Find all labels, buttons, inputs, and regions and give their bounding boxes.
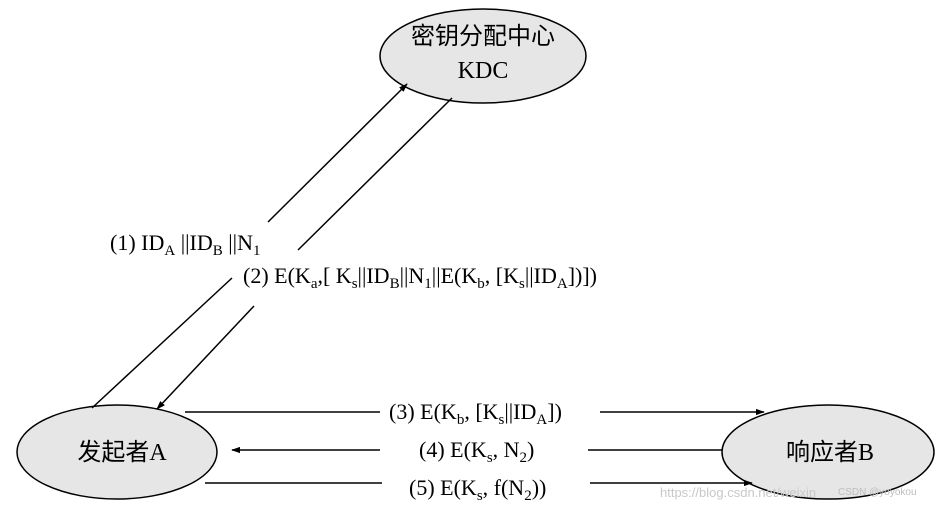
initiator-node: 发起者A	[16, 404, 218, 500]
responder-node: 响应者B	[721, 404, 935, 500]
message-3-label: (3) E(Kb, [Ks||IDA])	[389, 399, 562, 428]
kdc-title: 密钥分配中心	[411, 23, 555, 50]
kdc-abbrev: KDC	[458, 58, 509, 84]
watermark-url: https://blog.csdn.net/weixin	[660, 485, 816, 500]
arrow-m2	[156, 97, 453, 410]
responder-label: 响应者B	[786, 439, 874, 466]
initiator-label: 发起者A	[77, 439, 167, 466]
message-1-label: (1) IDA ||IDB ||N1	[110, 230, 260, 259]
message-5-label: (5) E(Ks, f(N2))	[409, 475, 546, 504]
arrow-m1	[91, 83, 408, 409]
watermark-credit: CSDN @yoyokou	[838, 487, 917, 498]
kdc-node: 密钥分配中心 KDC	[379, 8, 587, 104]
message-2-label: (2) E(Ka,[ Ks||IDB||N1||E(Kb, [Ks||IDA])…	[243, 263, 597, 292]
message-4-label: (4) E(Ks, N2)	[419, 437, 534, 466]
